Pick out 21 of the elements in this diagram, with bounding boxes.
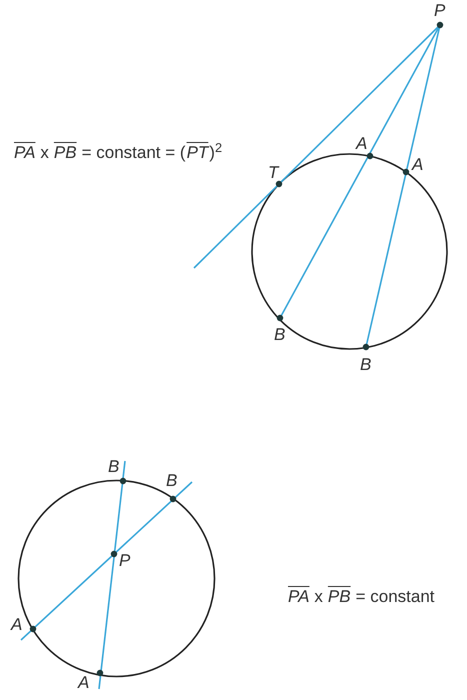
formula-text: )$^{2}$: [209, 144, 222, 161]
point-label: A: [78, 674, 90, 691]
formula-text: x: [314, 588, 323, 605]
point-label: A: [412, 156, 424, 173]
point-label: P: [434, 2, 446, 19]
point-label: B: [108, 458, 120, 475]
formula-text: = constant = (: [82, 144, 186, 161]
point-label: B: [360, 356, 372, 373]
point-label: B: [274, 326, 286, 343]
point-label: A: [11, 616, 22, 633]
segment-symbol: PB: [328, 588, 351, 605]
segment-symbol: PB: [54, 144, 77, 161]
point-label: P: [119, 552, 130, 569]
segment-symbol: PA: [14, 144, 36, 161]
segment-symbol: PT: [186, 144, 208, 161]
formula-text: = constant: [356, 588, 435, 605]
point-label: A: [356, 135, 368, 152]
point-label: T: [268, 164, 278, 181]
formula-text: x: [40, 144, 49, 161]
segment-symbol: PA: [288, 588, 310, 605]
point-label: B: [166, 472, 178, 489]
